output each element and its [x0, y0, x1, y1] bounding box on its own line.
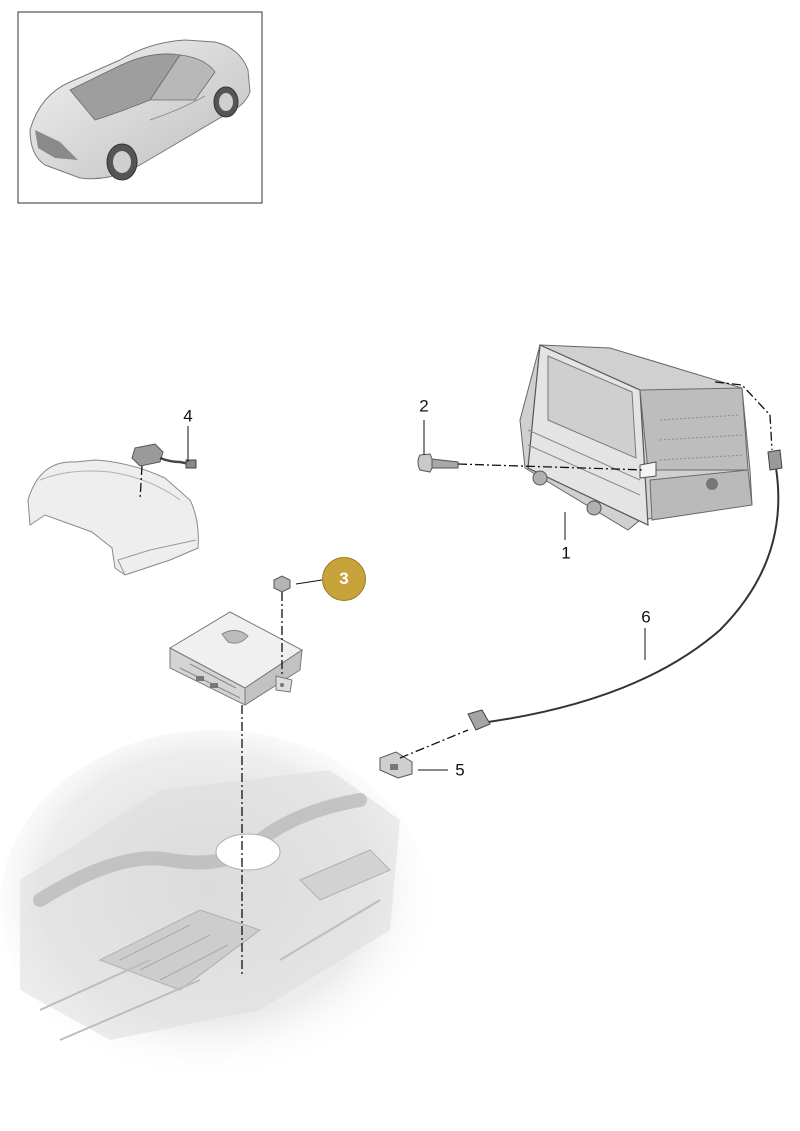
center-console-trim-panel [27, 459, 199, 576]
screw-part-2 [417, 453, 459, 473]
assembly-line-radio-to-cable [714, 381, 773, 451]
car-illustration [29, 39, 251, 181]
radio-navigation-unit-part-1 [519, 344, 753, 531]
control-unit-box [168, 611, 303, 706]
socket-part-5 [379, 751, 413, 779]
leader-lines [187, 420, 646, 771]
callout-3-highlighted-badge[interactable]: 3 [322, 557, 366, 601]
assembly-line-plug-to-trim [139, 465, 143, 501]
callout-2: 2 [419, 396, 429, 416]
connector-plug-part-4 [131, 443, 197, 469]
callout-4: 4 [183, 406, 193, 426]
callout-6: 6 [641, 607, 651, 627]
vehicle-thumbnail [17, 11, 263, 204]
callout-1: 1 [561, 543, 571, 563]
assembly-line-screw-to-radio [457, 463, 646, 471]
antenna-cable-part-6 [467, 449, 783, 731]
vehicle-floor-structure [0, 730, 430, 1080]
assembly-line-socket-to-cable [399, 729, 469, 759]
callout-5: 5 [455, 760, 465, 780]
nut-part-3 [273, 575, 291, 593]
assembly-lines [139, 381, 773, 975]
